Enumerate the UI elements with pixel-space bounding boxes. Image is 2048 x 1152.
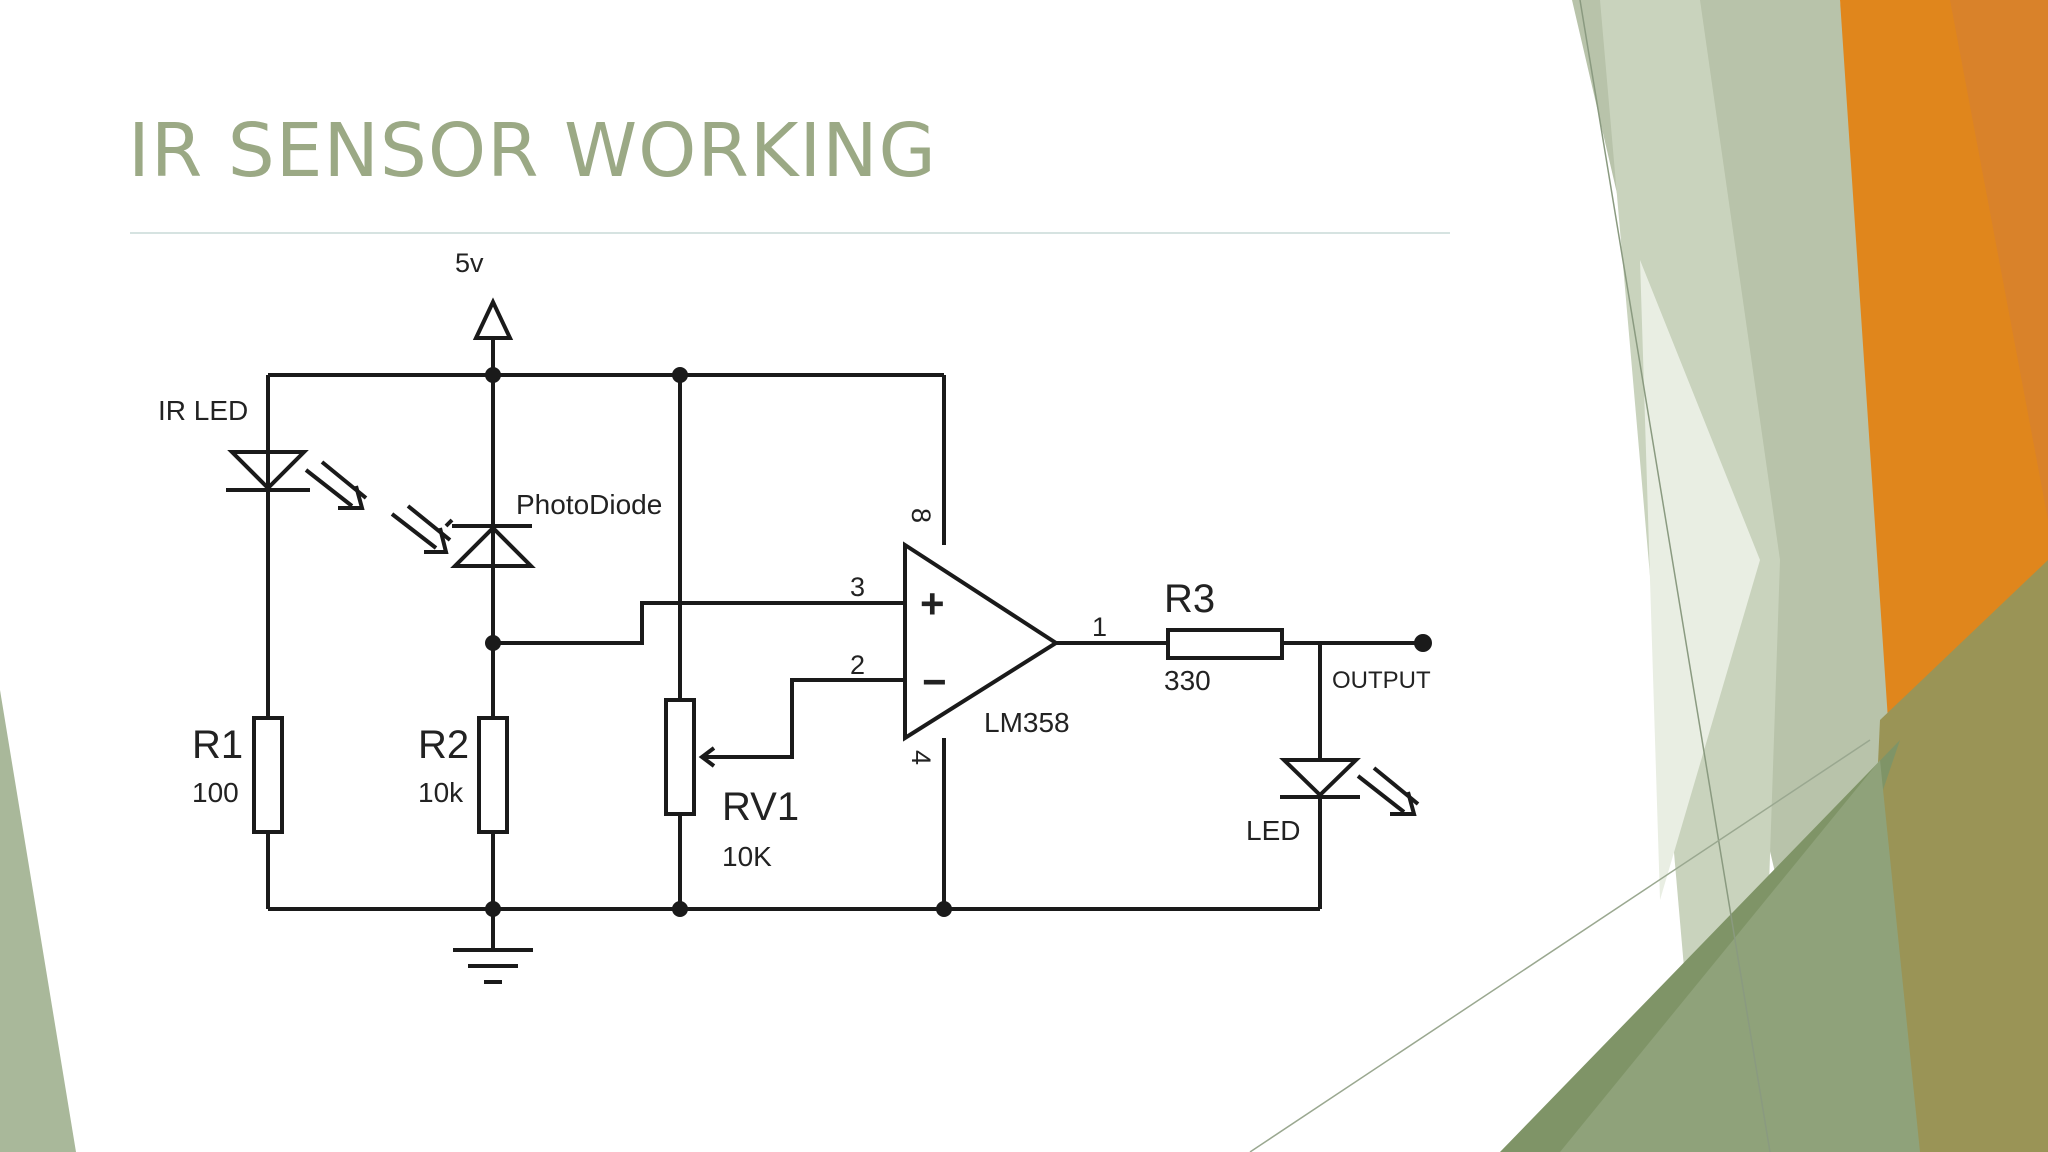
ground-icon — [453, 948, 533, 984]
r2-name: R2 — [418, 723, 469, 767]
photodiode-label: PhotoDiode — [516, 489, 662, 520]
opamp-minus: − — [922, 658, 947, 705]
output-led-icon — [1279, 758, 1420, 816]
left-sage-shape — [0, 690, 76, 1152]
opamp-label: LM358 — [984, 707, 1070, 738]
ir-led-label: IR LED — [158, 395, 248, 426]
opamp-plus: + — [920, 580, 945, 627]
rv1-potentiometer-icon — [664, 698, 696, 816]
output-label: OUTPUT — [1332, 667, 1431, 694]
pin-8-label: 8 — [906, 508, 936, 523]
r2-value: 10k — [418, 777, 464, 808]
r1-name: R1 — [192, 723, 243, 767]
rv1-value: 10K — [722, 841, 772, 872]
white-wedge — [1640, 260, 1760, 900]
orange-dark-panel — [1950, 0, 2048, 520]
junction-dots — [485, 367, 1432, 917]
thin-line-2 — [1249, 739, 1871, 1152]
opamp-icon — [903, 541, 1060, 742]
ir-led-icon — [226, 450, 368, 510]
r1-resistor-icon — [252, 716, 284, 834]
pin3-wire — [493, 601, 905, 645]
pin-1-label: 1 — [1092, 612, 1107, 642]
r1-value: 100 — [192, 777, 239, 808]
title-divider — [130, 232, 1450, 234]
led-label: LED — [1246, 815, 1300, 846]
pin-3-label: 3 — [850, 572, 865, 602]
supply-label: 5v — [455, 248, 484, 278]
r2-resistor-icon — [477, 716, 509, 834]
r3-value: 330 — [1164, 665, 1211, 696]
r3-name: R3 — [1164, 577, 1215, 621]
pin2-wire — [702, 678, 905, 759]
thin-line-1 — [1579, 0, 1771, 1152]
slide-title: IR SENSOR WORKING — [128, 108, 937, 194]
pin-2-label: 2 — [850, 650, 865, 680]
green-lower — [1560, 760, 1920, 1152]
photodiode-icon — [390, 504, 536, 568]
rv1-wiper-arrow-icon — [698, 746, 716, 768]
rv1-name: RV1 — [722, 785, 799, 829]
r3-resistor-icon — [1166, 628, 1284, 660]
supply-arrow-icon — [472, 297, 514, 340]
olive-panel — [1860, 560, 2048, 1152]
green-triangle — [1500, 740, 1900, 1152]
pin-4-label: 4 — [906, 750, 936, 765]
